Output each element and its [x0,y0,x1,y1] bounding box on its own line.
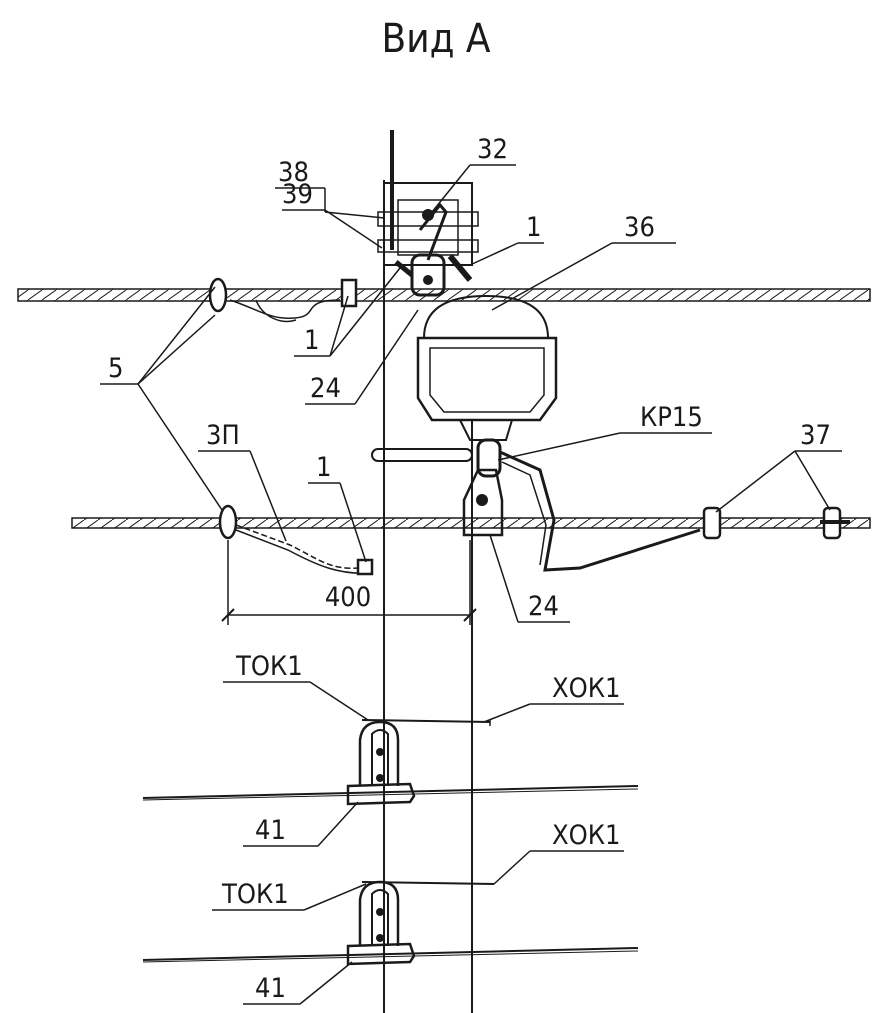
dimension-400 [221,540,477,625]
callout-tok1-lower: ТОК1 [221,879,289,910]
mounting-bracket [377,182,479,297]
insulator-assembly-lower [142,880,639,966]
upper-cable [17,288,871,302]
callout-xok1-lower: ХОК1 [552,820,620,851]
callout-38: 38 [278,157,309,188]
dimension-400-label: 400 [325,582,371,613]
callout-xok1-upper: ХОК1 [552,673,620,704]
callout-41-lower: 41 [255,973,286,1004]
pole-bar [371,448,473,462]
callout-1-left: 1 [304,325,319,356]
callout-36: 36 [624,212,655,243]
callout-tok1-upper: ТОК1 [235,651,303,682]
callout-kp15: КР15 [640,402,703,433]
callout-41-upper: 41 [255,815,286,846]
junction-box [416,294,558,441]
cable-clamp [208,277,358,313]
insulator-assembly-upper [142,719,639,806]
callout-3p: 3П [206,420,240,451]
view-title: Вид А [382,16,491,62]
suspension-clamp [462,438,701,572]
callout-1-mid: 1 [316,452,331,483]
callout-32: 32 [477,134,508,165]
callout-5: 5 [108,353,123,384]
callout-37: 37 [800,420,831,451]
leader-lines [100,164,842,1005]
callout-24-top: 24 [310,373,341,404]
callout-1-top: 1 [526,212,541,243]
callout-39: 39 [282,179,313,210]
callout-24-mid: 24 [528,591,559,622]
middle-cable [71,504,871,540]
ground-wire [235,524,374,576]
